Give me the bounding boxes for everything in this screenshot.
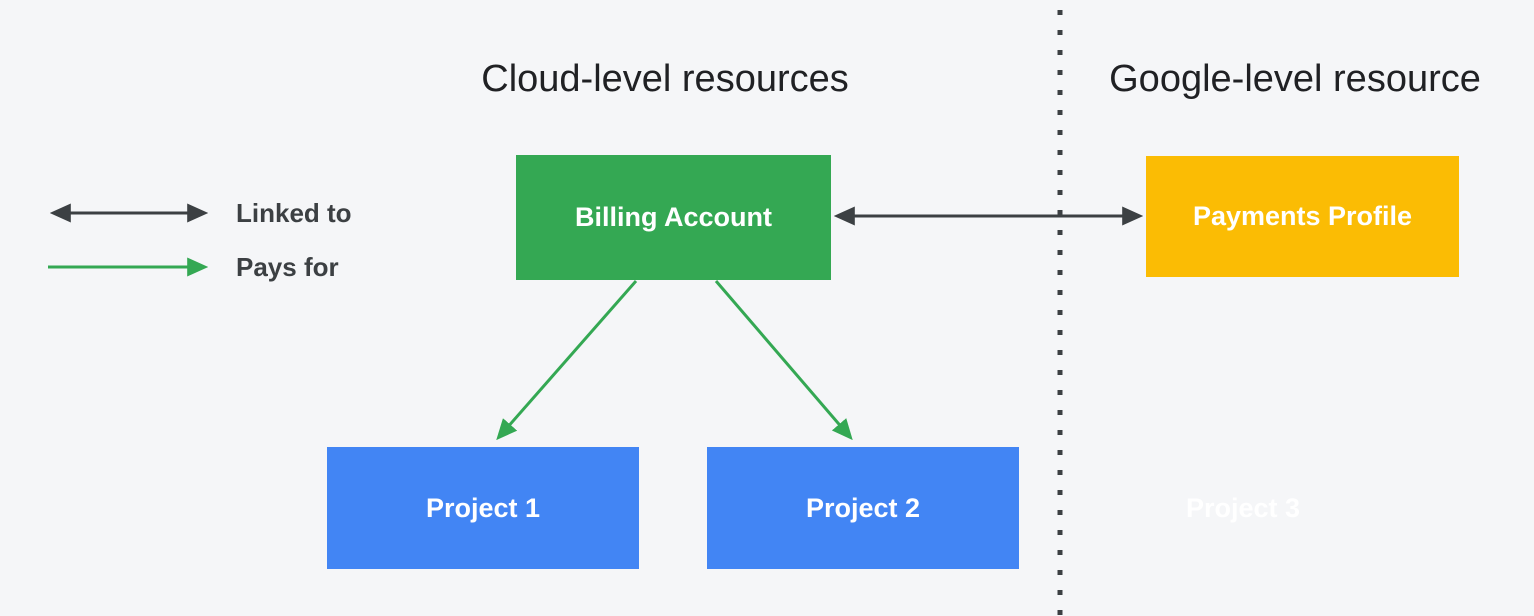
project-2-label: Project 2 [805,492,921,523]
project-1-node: Project 1 [327,447,639,569]
billing-account-node: Billing Account [516,155,831,280]
billing-to-project1-pays-arrow [496,280,638,441]
legend-label-pays-for: Pays for [236,252,339,282]
billing-account-label: Billing Account [575,202,772,232]
legend-label-linked-to: Linked to [236,198,352,228]
billing-to-project2-pays-arrow [714,280,853,441]
google-level-heading: Google-level resource [1109,58,1481,100]
project-3-label: Project 3 [1185,492,1301,523]
cloud-level-heading: Cloud-level resources [481,58,849,100]
payments-profile-label: Payments Profile [1192,201,1413,231]
payments-profile-node: Payments Profile [1146,156,1459,277]
project-1-label: Project 1 [425,492,541,523]
project-3-ghost-node: Project 3 [1087,447,1399,569]
project-2-node: Project 2 [707,447,1019,569]
